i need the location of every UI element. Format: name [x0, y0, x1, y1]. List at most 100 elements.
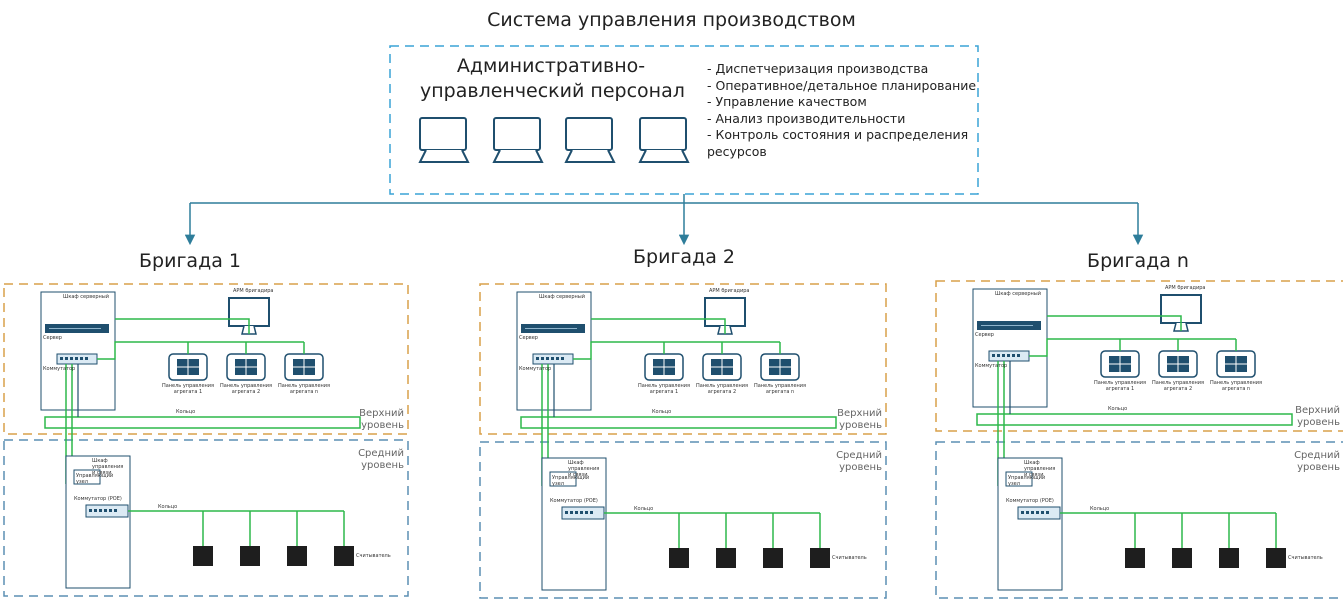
middle-level-box: [935, 441, 1343, 599]
admin-title-line2: управленческий персонал: [420, 80, 685, 102]
panel-bus-line: [573, 341, 780, 360]
panel-label: Панель управления агрегата 1: [1093, 380, 1147, 392]
reader-icon: [1219, 548, 1239, 568]
arm-link-line: [115, 318, 250, 334]
mid-line-label: Кольцо: [634, 506, 654, 512]
server-label: Сервер: [43, 335, 62, 341]
mid-block-label: Управляющий узел: [76, 473, 114, 485]
panel-bus-line: [97, 341, 304, 360]
function-item: - Анализ производительности: [707, 110, 906, 126]
reader-icon: [716, 548, 736, 568]
ring-label: Кольцо: [1108, 406, 1128, 412]
upper-level-box: [3, 283, 409, 435]
upper-level-box: [935, 280, 1343, 432]
arm-label: АРМ бригадира: [709, 288, 750, 294]
mid-cabinet-label: Шкаф управления и связи: [1024, 460, 1056, 478]
server-label: Сервер: [519, 335, 538, 341]
middle-level-box: [479, 441, 887, 599]
function-item: - Контроль состояния и распределения: [707, 127, 969, 142]
reader-icon: [287, 546, 307, 566]
admin-title-line1: Административно-: [456, 55, 646, 77]
computer-monitor-icon: [492, 117, 544, 163]
reader-icon: [193, 546, 213, 566]
middle-level-label: Средний уровень: [836, 450, 882, 473]
admin-functions: - Диспетчеризация производства - Операти…: [707, 61, 976, 160]
panel-bus-line: [1029, 338, 1236, 357]
sensor-label: Считыватель: [832, 555, 867, 561]
reader-icon: [240, 546, 260, 566]
reader-icon: [810, 548, 830, 568]
switch-label: Коммутатор: [519, 366, 552, 372]
ring-network: [976, 413, 1293, 426]
arm-label: АРМ бригадира: [1165, 285, 1206, 291]
reader-icon: [669, 548, 689, 568]
arm-link-line: [1047, 315, 1182, 331]
admin-title: Административно- управленческий персонал: [420, 54, 685, 104]
upper-level-box: [479, 283, 887, 435]
reader-icon: [763, 548, 783, 568]
page-title: Система управления производством: [487, 9, 856, 31]
mid-cabinet-label: Шкаф управления и связи: [568, 460, 600, 478]
panel-label: Панель управления агрегата n: [1209, 380, 1263, 392]
cabinet-label: Шкаф серверный: [63, 294, 109, 300]
ring-label: Кольцо: [652, 409, 672, 415]
panel-label: Панель управления агрегата n: [753, 383, 807, 395]
computer-monitor-icon: [564, 117, 616, 163]
panel-label: Панель управления агрегата 2: [219, 383, 273, 395]
computer-monitor-icon: [638, 117, 690, 163]
brigade-title: Бригада n: [1087, 250, 1189, 272]
control-node: [549, 471, 577, 487]
control-node: [73, 469, 101, 485]
arm-label: АРМ бригадира: [233, 288, 274, 294]
reader-icon: [1172, 548, 1192, 568]
computer-monitor-icon: [418, 117, 470, 163]
reader-icon: [334, 546, 354, 566]
mid-block-label: Управляющий узел: [552, 475, 590, 487]
brigade-title: Бригада 1: [139, 250, 241, 272]
upper-level-label: Верхний уровень: [1295, 405, 1340, 428]
upper-level-label: Верхний уровень: [837, 408, 882, 431]
brigade-block: [479, 283, 887, 599]
upper-level-label: Верхний уровень: [359, 408, 404, 431]
ring-network: [44, 416, 361, 429]
server-label: Сервер: [975, 332, 994, 338]
mid-switch-label: Коммутатор (POE): [74, 496, 122, 502]
switch-label: Коммутатор: [43, 366, 76, 372]
panel-label: Панель управления агрегата n: [277, 383, 331, 395]
distribution-arrows: [184, 194, 1144, 246]
mid-line-label: Кольцо: [1090, 506, 1110, 512]
mid-line-label: Кольцо: [158, 504, 178, 510]
arm-link-line: [591, 318, 726, 334]
admin-workstations: [418, 117, 690, 163]
sensor-label: Считыватель: [1288, 555, 1323, 561]
panel-label: Панель управления агрегата 1: [637, 383, 691, 395]
panel-label: Панель управления агрегата 1: [161, 383, 215, 395]
cabinet-label: Шкаф серверный: [539, 294, 585, 300]
ring-label: Кольцо: [176, 409, 196, 415]
function-item: - Оперативное/детальное планирование: [707, 77, 977, 93]
mid-switch-label: Коммутатор (POE): [550, 498, 598, 504]
cabinet-label: Шкаф серверный: [995, 291, 1041, 297]
function-item: - Диспетчеризация производства: [707, 61, 929, 76]
sensor-label: Считыватель: [356, 553, 391, 559]
middle-level-box: [3, 439, 409, 597]
mid-switch-label: Коммутатор (POE): [1006, 498, 1054, 504]
reader-icon: [1125, 548, 1145, 568]
mid-block-label: Управляющий узел: [1008, 475, 1046, 487]
panel-label: Панель управления агрегата 2: [695, 383, 749, 395]
brigade-block: [3, 283, 409, 597]
middle-level-label: Средний уровень: [1294, 450, 1340, 473]
middle-level-label: Средний уровень: [358, 448, 404, 471]
brigade-title: Бригада 2: [633, 246, 735, 268]
brigade-block: [935, 280, 1343, 599]
panel-label: Панель управления агрегата 2: [1151, 380, 1205, 392]
control-node: [1005, 471, 1033, 487]
reader-icon: [1266, 548, 1286, 568]
switch-label: Коммутатор: [975, 363, 1008, 369]
function-item: ресурсов: [707, 143, 767, 159]
admin-box: [389, 45, 979, 195]
function-item: - Управление качеством: [707, 94, 867, 109]
mid-cabinet-label: Шкаф управления и связи: [92, 458, 124, 476]
